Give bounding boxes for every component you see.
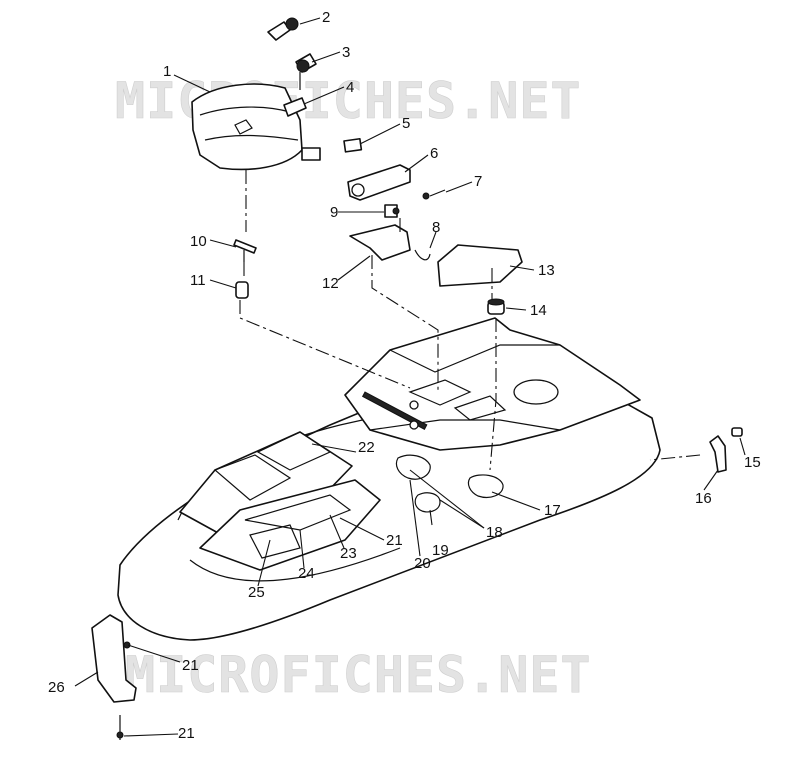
callout-17: 17 (544, 502, 561, 519)
callout-7: 7 (474, 173, 482, 190)
callout-12: 12 (322, 275, 339, 292)
front-bracket (91, 614, 137, 740)
callout-22: 22 (358, 439, 375, 456)
watermark-bottom: MICROFICHES.NET (125, 646, 592, 704)
callout-9: 9 (330, 204, 338, 221)
callout-2: 2 (322, 9, 330, 26)
callout-20: 20 (414, 555, 431, 572)
bracket-parts (343, 137, 446, 261)
callout-10: 10 (190, 233, 207, 250)
headlight-housing (191, 83, 321, 171)
alignment-lines (239, 170, 701, 471)
callout-21-bracket: 21 (182, 657, 199, 674)
callout-25: 25 (248, 584, 265, 601)
callout-1: 1 (163, 63, 171, 80)
callout-14: 14 (530, 302, 547, 319)
callout-18: 18 (486, 524, 503, 541)
callout-5: 5 (402, 115, 410, 132)
callout-3: 3 (342, 44, 350, 61)
callout-16: 16 (695, 490, 712, 507)
hood-body (117, 317, 661, 641)
callout-15: 15 (744, 454, 761, 471)
latch-parts (709, 427, 743, 473)
leader-lines (74, 17, 746, 737)
callout-24: 24 (298, 565, 315, 582)
callout-21-dash: 21 (386, 532, 403, 549)
callout-11: 11 (190, 272, 206, 289)
callout-23: 23 (340, 545, 357, 562)
screw-parts (233, 239, 257, 299)
grommet (487, 298, 505, 315)
callout-21-bottom: 21 (178, 725, 195, 742)
callout-8: 8 (432, 219, 440, 236)
callout-labels: 1 2 3 4 5 6 7 8 9 10 11 12 13 14 15 16 1… (48, 9, 761, 742)
callout-26: 26 (48, 679, 65, 696)
cover-plate (437, 244, 523, 287)
bulb-parts (267, 17, 317, 117)
callout-4: 4 (346, 79, 354, 96)
callout-6: 6 (430, 145, 438, 162)
callout-13: 13 (538, 262, 555, 279)
callout-19: 19 (432, 542, 449, 559)
